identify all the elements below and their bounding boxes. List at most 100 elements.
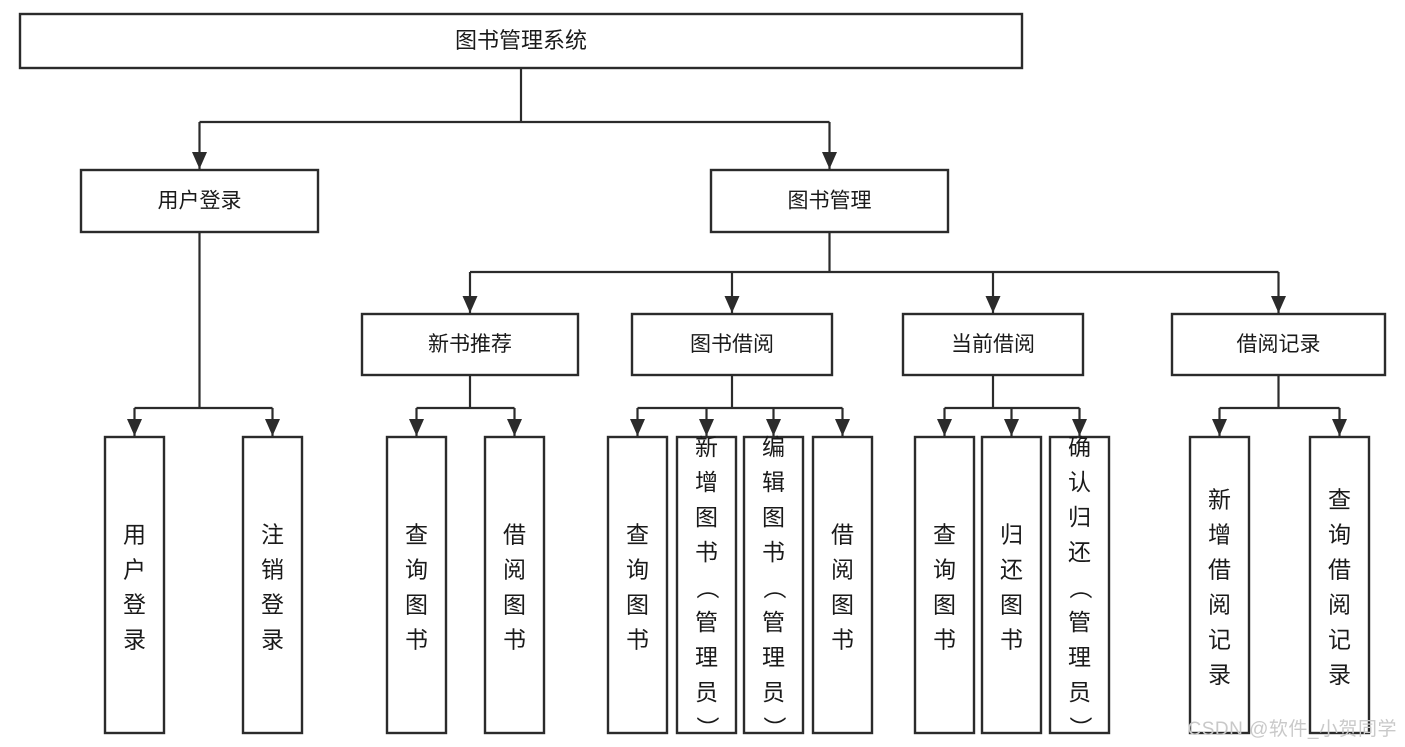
node-leaf-0[interactable]: 用户登录 bbox=[103, 435, 166, 735]
node-label-char: 阅 bbox=[831, 556, 854, 582]
node-box bbox=[360, 312, 580, 377]
node-box bbox=[901, 312, 1085, 377]
node-label-char: ） bbox=[695, 716, 721, 739]
node-level3-3[interactable]: 借阅记录 bbox=[1170, 312, 1387, 377]
node-label-char: 查 bbox=[405, 521, 428, 547]
node-level3-0[interactable]: 新书推荐 bbox=[360, 312, 580, 377]
node-label-char: 户 bbox=[123, 556, 146, 582]
node-root-0[interactable]: 图书管理系统 bbox=[18, 12, 1024, 70]
node-label-char: 管 bbox=[762, 609, 785, 635]
node-label-char: 理 bbox=[695, 644, 718, 670]
node-label: 当前借阅 bbox=[951, 333, 1035, 356]
arrow-head-icon bbox=[985, 296, 1001, 313]
node-label-char: 编 bbox=[762, 434, 785, 460]
node-label-char: 新 bbox=[695, 434, 718, 460]
node-box bbox=[630, 312, 834, 377]
arrow-head-icon bbox=[699, 419, 714, 436]
node-label-char: 归 bbox=[1000, 521, 1023, 547]
node-level2-1[interactable]: 图书管理 bbox=[709, 168, 950, 234]
node-label-char: 书 bbox=[1000, 626, 1023, 652]
node-label-char: 借 bbox=[1328, 556, 1351, 582]
node-label-char: ） bbox=[1068, 716, 1094, 739]
node-label-char: 借 bbox=[503, 521, 526, 547]
node-box bbox=[675, 435, 738, 735]
node-label-char: 图 bbox=[405, 591, 428, 617]
node-box bbox=[742, 435, 805, 735]
node-label-char: 注 bbox=[261, 521, 284, 547]
node-label-char: 书 bbox=[831, 626, 854, 652]
arrow-head-icon bbox=[766, 419, 781, 436]
node-label-char: 图 bbox=[1000, 591, 1023, 617]
node-level2-0[interactable]: 用户登录 bbox=[79, 168, 320, 234]
node-label-char: 查 bbox=[933, 521, 956, 547]
node-box bbox=[18, 12, 1024, 70]
node-box bbox=[709, 168, 950, 234]
node-label-char: 查 bbox=[1328, 486, 1351, 512]
node-label: 借阅记录 bbox=[1237, 333, 1321, 356]
node-level3-2[interactable]: 当前借阅 bbox=[901, 312, 1085, 377]
node-label-char: 确 bbox=[1068, 434, 1091, 460]
node-label-char: 登 bbox=[261, 591, 284, 617]
arrow-head-icon bbox=[1271, 296, 1286, 313]
node-label-char: 询 bbox=[405, 556, 428, 582]
arrow-head-icon bbox=[462, 296, 478, 313]
node-label-char: 询 bbox=[626, 556, 649, 582]
node-label: 新书推荐 bbox=[428, 333, 512, 356]
node-label-char: 询 bbox=[933, 556, 956, 582]
node-label-char: 用 bbox=[123, 521, 146, 547]
arrow-head-icon bbox=[822, 152, 837, 169]
node-label-char: 书 bbox=[503, 626, 526, 652]
node-label-char: 增 bbox=[695, 469, 718, 495]
node-label-char: 书 bbox=[762, 539, 785, 565]
node-label-char: （ bbox=[695, 576, 721, 599]
node-label-char: 管 bbox=[695, 609, 718, 635]
arrow-head-icon bbox=[409, 419, 424, 436]
node-label-char: 员 bbox=[1068, 679, 1091, 705]
node-label-char: 图 bbox=[831, 591, 854, 617]
node-box bbox=[1048, 435, 1111, 735]
node-label-char: （ bbox=[762, 576, 788, 599]
node-label-char: 阅 bbox=[1208, 591, 1231, 617]
node-label-char: 书 bbox=[695, 539, 718, 565]
node-label-char: 图 bbox=[933, 591, 956, 617]
node-box bbox=[483, 435, 546, 735]
arrow-head-icon bbox=[1004, 419, 1019, 436]
arrow-head-icon bbox=[127, 419, 142, 436]
node-label-char: 员 bbox=[695, 679, 718, 705]
node-label-char: 销 bbox=[261, 556, 284, 582]
node-label-char: 询 bbox=[1328, 521, 1351, 547]
node-level3-1[interactable]: 图书借阅 bbox=[630, 312, 834, 377]
node-label-char: 登 bbox=[123, 591, 146, 617]
node-label-char: 记 bbox=[1328, 626, 1351, 652]
arrow-head-icon bbox=[724, 296, 740, 313]
node-box bbox=[980, 435, 1043, 735]
node-box bbox=[913, 435, 976, 735]
node-label-char: 阅 bbox=[503, 556, 526, 582]
arrow-head-icon bbox=[1212, 419, 1227, 436]
node-label-char: 理 bbox=[1068, 644, 1091, 670]
node-label-char: 录 bbox=[123, 626, 146, 652]
node-label-char: 查 bbox=[626, 521, 649, 547]
arrow-head-icon bbox=[630, 419, 645, 436]
arrow-head-icon bbox=[192, 152, 207, 169]
node-label-char: 图 bbox=[626, 591, 649, 617]
arrow-head-icon bbox=[507, 419, 522, 436]
node-label-char: 增 bbox=[1208, 521, 1231, 547]
connectors-layer bbox=[127, 68, 1347, 436]
node-box bbox=[811, 435, 874, 735]
node-label-char: 借 bbox=[1208, 556, 1231, 582]
